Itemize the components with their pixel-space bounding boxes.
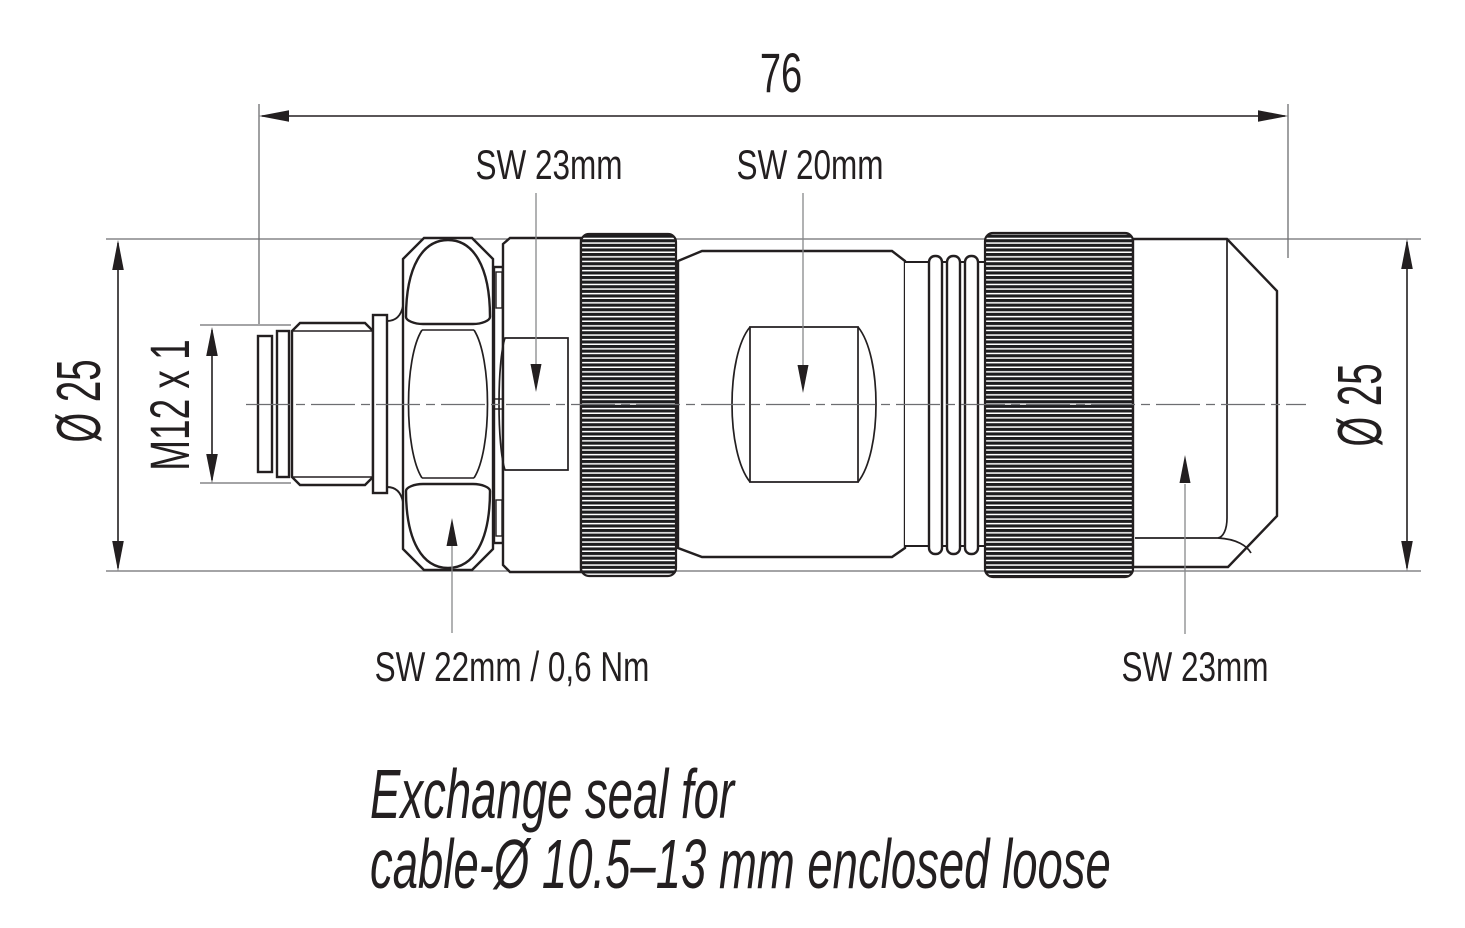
leader-rear-coupling: [1179, 455, 1191, 634]
diameter-right-dimension-label: Ø 25: [1325, 363, 1395, 446]
end-cap-sw23: [1131, 237, 1279, 569]
hex-torque-wrench-label: SW 22mm / 0,6 Nm: [375, 643, 650, 691]
front-coupling-wrench-label: SW 23mm: [476, 141, 623, 189]
caption-line-2: cable-Ø 10.5–13 mm enclosed loose: [370, 825, 1111, 903]
dim-arrow-down-icon: [206, 454, 218, 483]
dimension-thread: [206, 327, 218, 483]
rear-coupling-wrench-label: SW 23mm: [1122, 643, 1269, 691]
caption-line-1: Exchange seal for: [370, 755, 736, 833]
dim-arrow-down-icon: [112, 541, 124, 571]
dim-arrow-up-icon: [206, 327, 218, 356]
leader-middle-body: [797, 193, 809, 393]
overall-length-dimension-label: 76: [760, 43, 802, 105]
middle-body-wrench-label: SW 20mm: [737, 141, 884, 189]
dimension-overall-length: [259, 110, 1288, 122]
thread-dimension-label: M12 x 1: [139, 339, 202, 470]
dim-arrow-down-icon: [1401, 541, 1413, 571]
dim-arrow-up-icon: [112, 240, 124, 270]
leader-arrow-up-icon: [1179, 455, 1191, 483]
dimension-diameter-right: [1401, 239, 1413, 571]
dim-arrow-left-icon: [259, 110, 289, 122]
dim-arrow-right-icon: [1258, 110, 1288, 122]
diameter-left-dimension-label: Ø 25: [44, 359, 114, 442]
leader-hex-torque: [446, 518, 458, 633]
leader-arrow-up-icon: [446, 518, 458, 546]
dim-arrow-up-icon: [1401, 239, 1413, 269]
leader-front-coupling: [530, 193, 542, 392]
dimension-diameter-left: [112, 240, 124, 571]
leader-arrow-down-icon: [797, 365, 809, 393]
leader-arrow-down-icon: [530, 364, 542, 392]
